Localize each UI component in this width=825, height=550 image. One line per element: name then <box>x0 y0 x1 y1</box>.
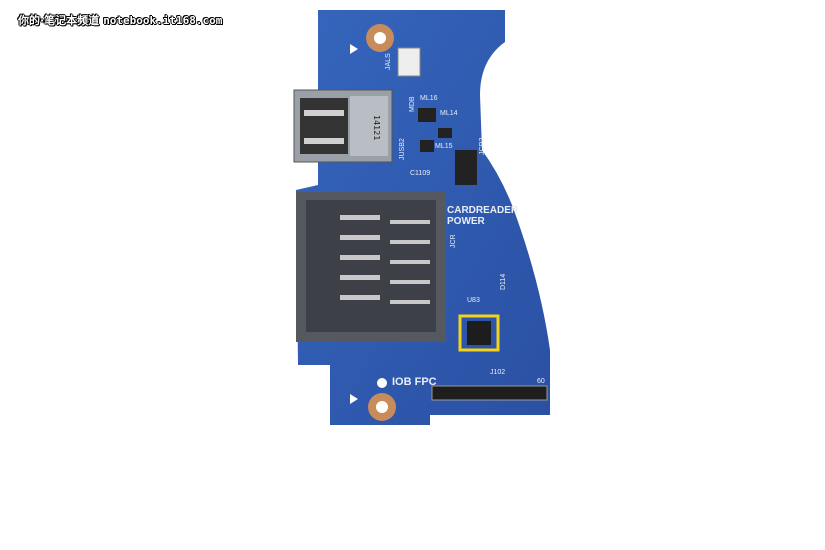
arrow-marker <box>350 44 358 404</box>
fpc-connector-small <box>397 47 421 77</box>
usb-marking: 14121 <box>372 115 381 140</box>
label-jcr: JCR <box>450 234 457 248</box>
label-d114: D114 <box>500 274 507 290</box>
label-u83: U83 <box>467 297 480 304</box>
usb-port <box>293 89 393 163</box>
sd-card-slot <box>296 192 446 342</box>
mounting-hole-bottom <box>368 393 396 421</box>
jcr2-component <box>455 150 477 185</box>
label-pin60: 60 <box>537 378 545 385</box>
u83-chip-highlight <box>458 314 500 352</box>
label-jals: JALS <box>385 53 392 70</box>
label-j102: J102 <box>490 369 505 376</box>
mounting-hole-top <box>366 24 394 52</box>
label-jusb2: JUSB2 <box>399 138 406 160</box>
label-jcr2: JCR2 <box>479 137 486 155</box>
label-ml15: ML15 <box>435 143 453 150</box>
label-cardreader: CARDREADER <box>447 205 519 216</box>
label-mdb: MDB <box>409 96 416 112</box>
watermark-cn: 你的·笔记本频道 <box>18 14 100 27</box>
label-ml16: ML16 <box>420 95 438 102</box>
label-power: POWER <box>447 216 486 227</box>
label-iob-fpc: IOB FPC <box>392 376 437 388</box>
label-c1109: C1109 <box>410 170 430 177</box>
watermark-url: notebook.it168.com <box>103 14 223 27</box>
label-ml14: ML14 <box>440 110 458 117</box>
iob-fpc-connector <box>431 385 548 401</box>
